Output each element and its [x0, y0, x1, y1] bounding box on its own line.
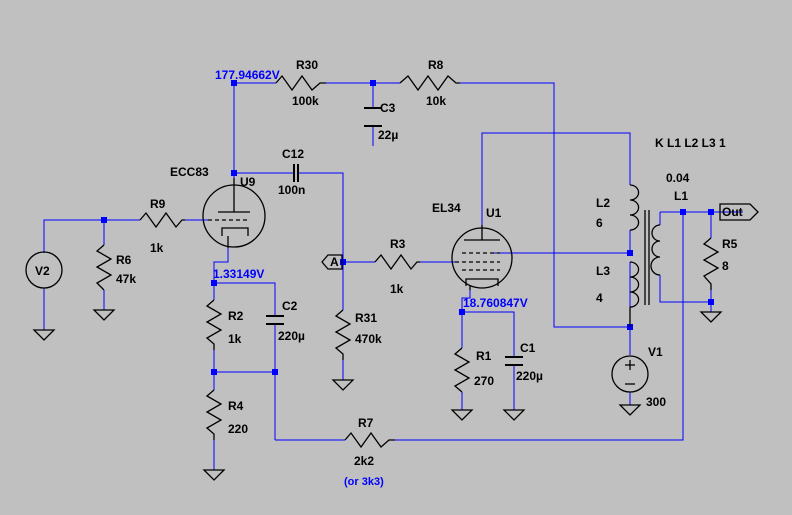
resistor-r4[interactable] — [205, 389, 223, 440]
r3-name: R3 — [390, 237, 406, 251]
resistor-r8[interactable] — [399, 74, 460, 92]
r9-value: 1k — [150, 241, 164, 255]
source-v2[interactable] — [25, 251, 63, 289]
net-flag-a-label: A — [330, 255, 339, 269]
transformer-core — [644, 210, 650, 305]
l2-name: L2 — [596, 196, 610, 210]
u1-name: U1 — [486, 206, 502, 220]
c1-value: 220µ — [516, 369, 543, 383]
r4-value: 220 — [228, 422, 248, 436]
r31-value: 470k — [355, 332, 382, 346]
l3-value: 4 — [596, 291, 603, 305]
c12-name: C12 — [282, 147, 304, 161]
l2-value: 6 — [596, 216, 603, 230]
resistor-r7[interactable] — [344, 431, 395, 449]
voltage-cathode-u1: 18.760847V — [463, 296, 528, 310]
r4-name: R4 — [228, 399, 244, 413]
c2-name: C2 — [282, 299, 298, 313]
c1-name: C1 — [520, 341, 536, 355]
r2-value: 1k — [228, 332, 242, 346]
spice-directive: K L1 L2 L3 1 — [655, 136, 726, 150]
inductor-l2[interactable] — [629, 184, 640, 231]
capacitor-c3[interactable] — [364, 107, 382, 127]
junctions — [101, 80, 714, 375]
r7-value: 2k2 — [354, 454, 374, 468]
ground-symbols — [32, 309, 723, 481]
resistor-r6[interactable] — [95, 244, 113, 291]
r1-name: R1 — [476, 349, 492, 363]
r30-value: 100k — [292, 94, 319, 108]
v2-name: V2 — [35, 264, 50, 278]
net-flag-a[interactable]: A — [321, 254, 343, 270]
u9-name: U9 — [240, 175, 256, 189]
resistor-r30[interactable] — [275, 74, 326, 92]
capacitor-c1[interactable] — [505, 356, 523, 366]
u9-model: ECC83 — [170, 165, 209, 179]
r31-name: R31 — [355, 311, 377, 325]
resistor-r31[interactable] — [334, 309, 352, 360]
r30-name: R30 — [296, 58, 318, 72]
r6-name: R6 — [116, 253, 132, 267]
r6-value: 47k — [116, 272, 136, 286]
source-v1[interactable] — [611, 355, 649, 393]
r5-value: 8 — [722, 259, 729, 273]
r7-note: (or 3k3) — [344, 476, 384, 488]
c3-name: C3 — [380, 101, 396, 115]
voltage-plate-u9: 177.94662V — [215, 68, 280, 82]
v1-name: V1 — [648, 345, 663, 359]
resistor-r1[interactable] — [453, 347, 471, 393]
u1-model: EL34 — [432, 201, 461, 215]
l1-name: L1 — [674, 189, 688, 203]
inductor-l3[interactable] — [629, 261, 640, 327]
l1-value: 0.04 — [666, 171, 690, 185]
c3-value: 22µ — [378, 128, 398, 142]
resistor-r2[interactable] — [205, 299, 223, 350]
tube-u9[interactable] — [202, 178, 266, 248]
r8-value: 10k — [426, 94, 446, 108]
net-flag-out[interactable]: Out — [719, 203, 759, 221]
v1-value: 300 — [646, 395, 666, 409]
capacitor-c2[interactable] — [266, 315, 284, 325]
tube-u1[interactable] — [451, 225, 513, 290]
voltage-cathode-u9: 1.33149V — [213, 267, 264, 281]
l3-name: L3 — [596, 264, 610, 278]
c2-value: 220µ — [278, 329, 305, 343]
resistor-r5[interactable] — [702, 237, 720, 290]
resistor-r3[interactable] — [374, 253, 420, 271]
r9-name: R9 — [150, 197, 166, 211]
resistor-r9[interactable] — [139, 211, 185, 229]
r7-name: R7 — [358, 416, 374, 430]
r8-name: R8 — [428, 58, 444, 72]
r2-name: R2 — [228, 309, 244, 323]
capacitor-c12[interactable] — [293, 164, 299, 182]
r1-value: 270 — [474, 374, 494, 388]
r3-value: 1k — [390, 282, 404, 296]
r5-name: R5 — [722, 237, 738, 251]
net-flag-out-label: Out — [722, 205, 743, 219]
c12-value: 100n — [278, 183, 305, 197]
inductor-l1[interactable] — [650, 224, 661, 276]
